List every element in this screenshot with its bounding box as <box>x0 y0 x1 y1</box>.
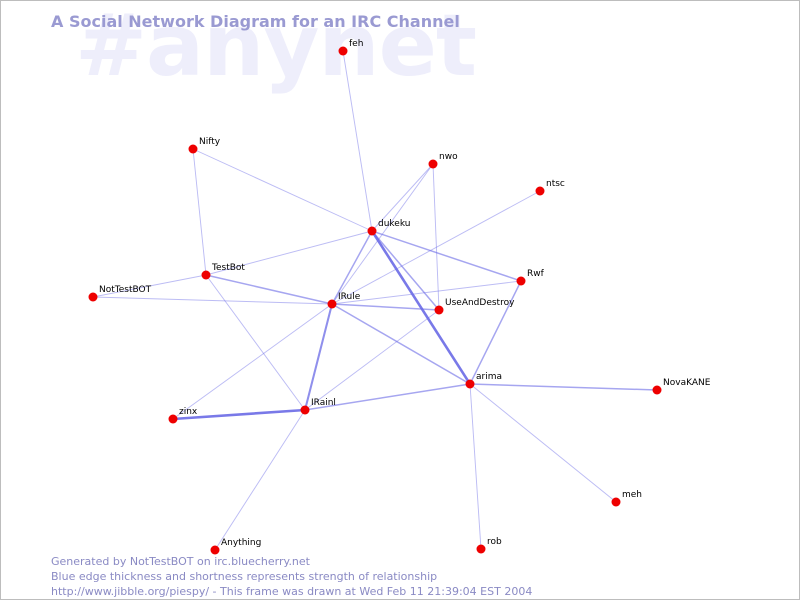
edge-UseAndDestroy-IRainl <box>304 309 440 411</box>
edge-arima-meh <box>469 383 617 503</box>
edge-dukeku-TestBot <box>205 230 373 276</box>
node-NotTestBOT[interactable]: NotTestBOT <box>88 285 152 302</box>
diagram-title: A Social Network Diagram for an IRC Chan… <box>51 12 460 31</box>
node-label: ntsc <box>546 179 565 189</box>
edge-IRule-arima <box>331 303 471 385</box>
node-dot <box>210 545 220 555</box>
node-zinx[interactable]: zinx <box>168 407 198 424</box>
edge-arima-rob <box>469 383 482 550</box>
edge-TestBot-NotTestBOT <box>92 274 207 298</box>
edge-NotTestBOT-IRule <box>92 296 333 305</box>
node-label: arima <box>476 372 502 382</box>
node-label: meh <box>622 490 642 500</box>
node-dot <box>611 497 621 507</box>
node-label: feh <box>349 39 363 49</box>
node-nwo[interactable]: nwo <box>428 152 459 169</box>
edge-nwo-dukeku <box>371 163 434 232</box>
node-IRule[interactable]: IRule <box>327 292 361 309</box>
node-label: zinx <box>179 407 198 417</box>
edge-ntsc-IRule <box>331 190 541 305</box>
node-arima[interactable]: arima <box>465 372 503 389</box>
node-label: TestBot <box>211 263 245 273</box>
edge-nwo-UseAndDestroy <box>432 163 440 311</box>
edge-zinx-IRainl <box>171 408 307 421</box>
node-dot <box>367 226 377 236</box>
channel-watermark: #anynet <box>75 0 477 96</box>
edge-TestBot-IRule <box>205 274 333 305</box>
edge-feh-dukeku <box>342 50 373 232</box>
node-dot <box>88 292 98 302</box>
node-label: Rwf <box>527 269 545 279</box>
node-label: IRainl <box>311 398 336 408</box>
node-dot <box>300 405 310 415</box>
node-label: Nifty <box>199 137 221 147</box>
node-label: Anything <box>221 538 261 548</box>
node-rob[interactable]: rob <box>476 537 503 554</box>
footer-generated-by: Generated by NotTestBOT on irc.bluecherr… <box>51 555 310 568</box>
node-Rwf[interactable]: Rwf <box>516 269 545 286</box>
edge-arima-IRainl <box>304 383 471 411</box>
node-label: NotTestBOT <box>99 285 152 295</box>
node-dot <box>168 414 178 424</box>
node-dot <box>535 186 545 196</box>
edge-dukeku-IRule <box>331 230 373 305</box>
node-dot <box>652 385 662 395</box>
node-label: dukeku <box>378 219 410 229</box>
node-dot <box>201 270 211 280</box>
edge-IRule-Rwf <box>331 280 522 305</box>
edge-IRainl-Anything <box>214 409 306 551</box>
edge-Nifty-TestBot <box>192 148 207 276</box>
edge-TestBot-IRainl <box>205 274 306 411</box>
node-ntsc[interactable]: ntsc <box>535 179 565 196</box>
node-Nifty[interactable]: Nifty <box>188 137 221 154</box>
edge-dukeku-arima <box>370 229 472 386</box>
node-dot <box>516 276 526 286</box>
node-dot <box>476 544 486 554</box>
node-Anything[interactable]: Anything <box>210 538 262 555</box>
node-dot <box>465 379 475 389</box>
edge-IRule-UseAndDestroy <box>331 303 440 311</box>
edge-Rwf-arima <box>469 280 522 385</box>
edge-dukeku-UseAndDestroy <box>371 230 440 311</box>
footer-legend-note: Blue edge thickness and shortness repres… <box>51 570 438 583</box>
node-label: IRule <box>338 292 361 302</box>
node-dot <box>188 144 198 154</box>
footer-url-timestamp: http://www.jibble.org/piespy/ - This fra… <box>51 585 533 598</box>
node-UseAndDestroy[interactable]: UseAndDestroy <box>434 298 516 315</box>
node-TestBot[interactable]: TestBot <box>201 263 246 280</box>
node-IRainl[interactable]: IRainl <box>300 398 336 415</box>
node-dot <box>434 305 444 315</box>
edge-IRule-zinx <box>172 303 333 420</box>
edge-layer <box>92 50 658 551</box>
edge-Nifty-dukeku <box>192 148 373 232</box>
node-NovaKANE[interactable]: NovaKANE <box>652 378 711 395</box>
node-meh[interactable]: meh <box>611 490 643 507</box>
edge-IRule-IRainl <box>303 302 334 412</box>
node-label: nwo <box>439 152 458 162</box>
node-feh[interactable]: feh <box>338 39 364 56</box>
edge-dukeku-Rwf <box>371 230 522 282</box>
node-label: NovaKANE <box>663 378 711 388</box>
edge-arima-NovaKANE <box>469 383 658 391</box>
footer-info: Generated by NotTestBOT on irc.bluecherr… <box>51 554 532 599</box>
node-dot <box>338 46 348 56</box>
node-dukeku[interactable]: dukeku <box>367 219 411 236</box>
node-label: UseAndDestroy <box>445 298 515 308</box>
node-label: rob <box>487 537 502 547</box>
node-dot <box>327 299 337 309</box>
node-dot <box>428 159 438 169</box>
